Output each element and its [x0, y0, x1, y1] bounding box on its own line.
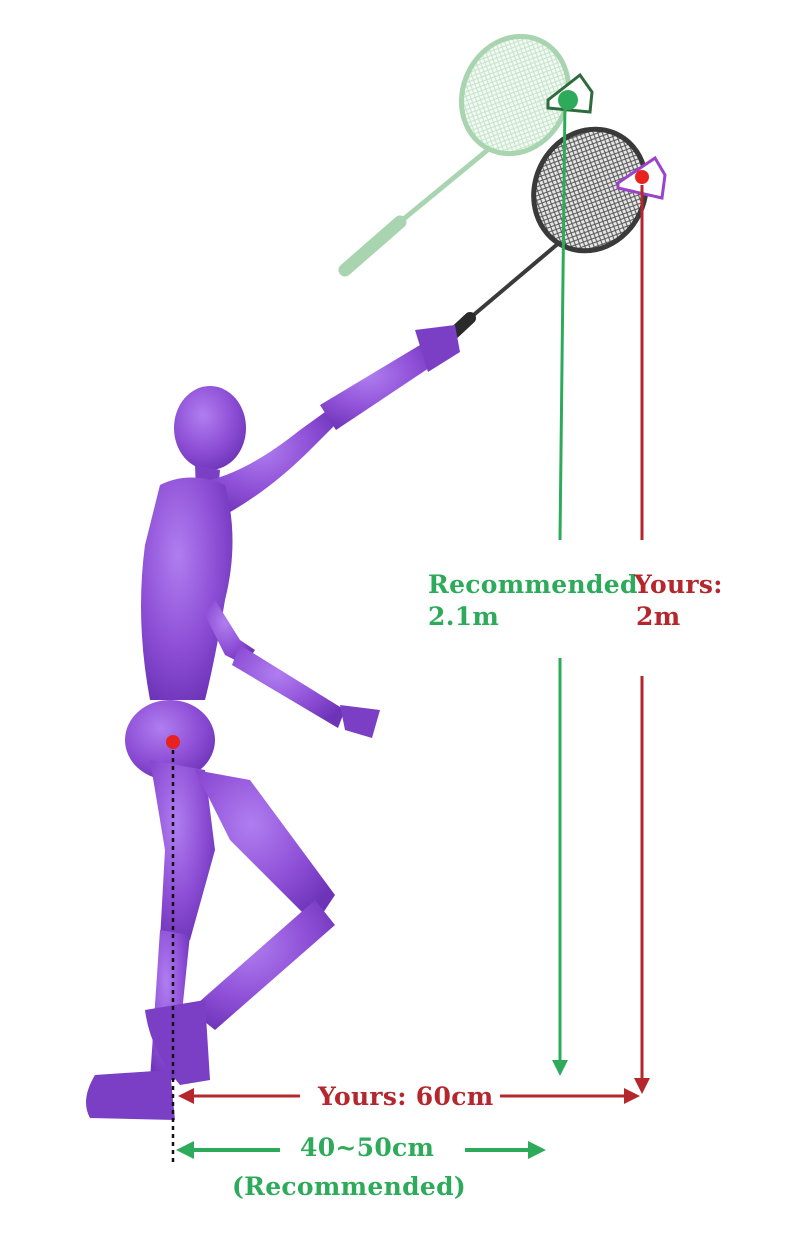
- recommended-shuttlecock: [546, 72, 594, 114]
- yours-distance-label: Yours: 60cm: [317, 1082, 493, 1111]
- player-hand: [415, 325, 460, 372]
- yours-height-value: 2m: [636, 602, 680, 631]
- player-front-foot: [145, 1000, 210, 1085]
- recommended-distance-note: (Recommended): [232, 1172, 466, 1201]
- player-figure: [86, 325, 460, 1120]
- player-fist: [340, 705, 380, 738]
- yours-height-title: Yours:: [633, 570, 723, 599]
- recommended-distance-value: 40~50cm: [300, 1133, 434, 1162]
- player-shuttlecock: [616, 155, 667, 200]
- yours-height-line: [634, 185, 650, 1094]
- player-front-thigh: [195, 770, 335, 925]
- recommended-height-title: Recommended: [428, 570, 638, 599]
- recommended-height-value: 2.1m: [428, 602, 499, 631]
- player-racket: [419, 126, 649, 366]
- center-of-gravity-marker: [166, 735, 180, 749]
- player-forearm: [320, 345, 438, 430]
- player-racket-arm: [210, 412, 335, 515]
- yours-distance-arrow: [178, 1088, 640, 1104]
- recommended-racket: [338, 33, 572, 277]
- player-lower-arm: [232, 645, 345, 728]
- player-front-shin: [190, 900, 335, 1030]
- player-head: [174, 386, 246, 470]
- player-torso: [141, 477, 233, 700]
- player-back-foot: [86, 1070, 175, 1120]
- recommended-height-line: [552, 99, 568, 1076]
- player-back-thigh: [150, 760, 215, 940]
- recommended-distance-arrow: [176, 1141, 546, 1159]
